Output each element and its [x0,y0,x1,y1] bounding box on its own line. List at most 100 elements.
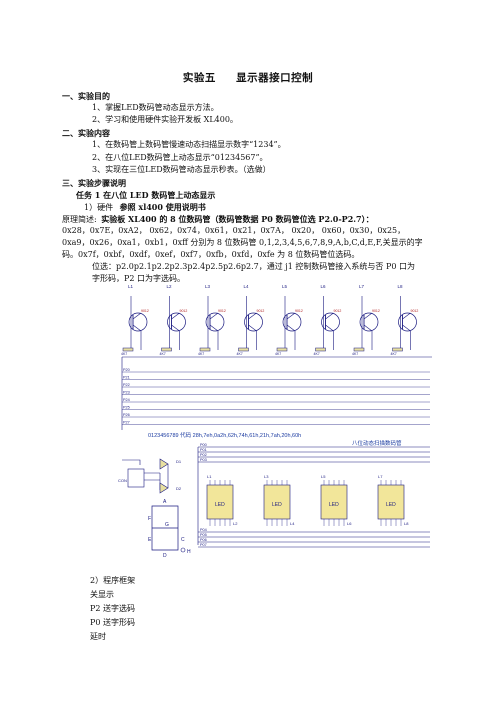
digit-label-bottom: L6 [347,521,352,526]
p2-label: P26 [123,413,130,417]
p0-label: P04 [200,528,207,532]
led-label: LED [329,502,339,508]
transistor-type: 9012 [372,309,380,313]
transistor-collector [402,312,411,320]
resistor [199,347,211,352]
section-heading-steps: 三、实验步骤说明 [62,178,126,188]
digit-label-bottom: L4 [290,521,295,526]
transistor-emitter [325,324,334,332]
diode-label-1: D1 [176,459,182,464]
codes-line-3: 码。0x7f，0xbf，0xdf，0xef，0xf7，0xfb，0xfd，0xf… [62,250,360,259]
p0-label: P01 [200,448,207,452]
digit-label-top: L5 [321,474,326,479]
led-body [377,484,405,520]
segment-label: G [165,522,169,528]
p0-label: P07 [200,543,207,547]
transistor-collector [171,312,180,320]
digit-label-top: L3 [264,474,269,479]
transistor-emitter [132,324,142,332]
framework-item-4: 延时 [90,632,106,641]
p2-label: P23 [123,391,130,395]
hardware-text: 1）硬件 [84,203,114,212]
segment-label: C [181,537,185,543]
led-body [206,484,234,520]
transistor-label: L1 [128,284,134,289]
transistor-type: 9012 [218,309,226,313]
dot-point [180,547,186,553]
title-topic: 显示器接口控制 [236,72,314,84]
p0-label: P03 [200,458,207,462]
resistor-label: 4K7 [314,352,320,356]
transistor-label: L2 [167,284,173,289]
led-label: LED [215,502,225,508]
segment-label: A [163,499,167,505]
connector-circuit [122,458,169,494]
connector-label: CON [118,478,127,483]
framework-item-1: 关显示 [90,590,114,599]
resistor-label: 4K7 [391,352,397,356]
segment-diagram [151,505,179,551]
transistor-1: L1 9012 4K7 [121,284,149,356]
transistor-body [205,312,225,332]
scan-note: 八位动态扫描数码管 [352,439,402,447]
transistor-collector [209,312,219,320]
transistor-label: L8 [398,284,404,289]
resistor [353,347,365,352]
segment-label: D [163,553,167,559]
transistor-emitter [363,324,373,332]
section-heading-content: 二、实验内容 [62,128,110,138]
resistor [315,347,326,352]
principle-line: 原理简述: 实验板 XL400 的 8 位数码管（数码管数据 P0 数码管位选 … [62,214,374,225]
segment-label: H [187,549,191,555]
transistor-type: 9012 [257,309,265,313]
transistor-type: 9012 [141,309,149,313]
resistor [392,347,403,352]
segment-label: F [148,516,151,522]
resistor-label: 4K7 [198,352,204,356]
task-heading: 任务 1 在八位 LED 数码管上动态显示 [76,190,216,200]
transistor-emitter [171,324,180,332]
p0-label: P05 [200,533,207,537]
p2-label: P22 [123,383,130,387]
transistor-label: L7 [359,284,365,289]
transistor-row: L190124K7L290124K7L390124K7L490124K7L590… [121,284,418,356]
content-item-1: 1、在数码管上数码管慢速动态扫描显示数字“1234”。 [92,140,286,149]
purpose-item-1: 1、掌握LED数码管动态显示方法。 [92,103,219,112]
transistor-collector [286,312,296,320]
transistor-label: L5 [282,284,288,289]
resistor [122,347,134,352]
transistor-body [321,312,340,332]
transistor-collector [363,312,373,320]
p2-label: P25 [123,406,130,410]
transistor-collector [325,312,334,320]
transistor-emitter [286,324,296,332]
framework-item-3: P0 送字形码 [90,618,136,627]
transistor-label: L4 [244,284,250,289]
digit-label-bottom: L8 [404,521,409,526]
codes-line-1: 0x28，0x7E，0xA2， 0x62，0x74，0x61，0x21，0x7A… [62,226,406,235]
section-heading-purpose: 一、实验目的 [62,91,110,101]
transistor-body [282,312,302,332]
title-experiment: 实验五 [182,72,216,84]
digit-label-top: L7 [378,474,383,479]
resistor [161,347,172,352]
codes-note: 0123456789 代码 28h,7eh,0a2h,62h,74h,61h,2… [148,431,301,439]
resistor-label: 4K7 [121,352,127,356]
framework-title: 2）程序框架 [90,576,136,585]
purpose-item-2: 2、学习和使用硬件实验开发板 XL400。 [92,115,238,124]
p2-label: P27 [123,421,130,425]
transistor-type: 9012 [295,309,303,313]
p0-label: P02 [200,453,207,457]
bit-select-line-2: 字形码，P2 口为字选码。 [92,274,186,283]
transistor-body [244,312,263,332]
